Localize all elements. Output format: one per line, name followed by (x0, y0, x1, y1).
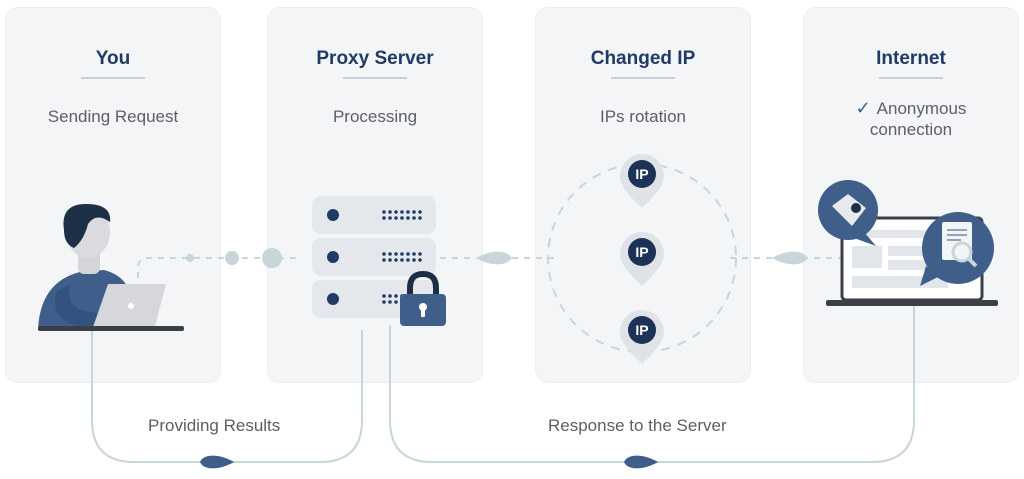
column-title-changed-ip: Changed IP (590, 48, 696, 69)
ip-badge-label: IP (635, 244, 648, 260)
column-card-proxy-server: Proxy Server Processing (268, 8, 482, 382)
user-tag-icon (818, 180, 878, 246)
title-underline (879, 77, 943, 79)
connector-dot (186, 254, 194, 262)
checkmark-icon: ✓ (855, 98, 871, 118)
arrow-icon (624, 455, 658, 469)
connector-dot (225, 251, 239, 265)
request-connector (137, 257, 300, 290)
column-subtitle-proxy-server: Processing (332, 107, 418, 126)
providing-results-curve (91, 330, 363, 463)
ip-pin-icon: IP (620, 232, 664, 286)
column-title-proxy-server: Proxy Server (316, 48, 434, 69)
subtitle-line-1: Anonymous (876, 99, 967, 118)
ip-badge-label: IP (635, 166, 648, 182)
person-at-laptop-illustration (38, 204, 184, 331)
subtitle-line-2: connection (869, 120, 953, 139)
providing-results-label: Providing Results (148, 416, 281, 435)
ip-pin-icon: IP (620, 154, 664, 208)
title-underline (611, 77, 675, 79)
ip-badge-label: IP (635, 322, 648, 338)
title-underline (343, 77, 407, 79)
search-document-icon (920, 212, 994, 286)
column-subtitle-you: Sending Request (47, 107, 179, 126)
arrow-icon (200, 455, 234, 469)
arrow-icon (772, 251, 808, 265)
padlock-icon (400, 270, 446, 326)
column-subtitle-internet: ✓ Anonymous connection (804, 98, 1018, 140)
column-title-you: You (95, 48, 131, 69)
ip-pin-icon: IP (620, 310, 664, 364)
response-to-server-label: Response to the Server (548, 416, 727, 435)
column-subtitle-changed-ip: IPs rotation (600, 107, 686, 126)
arrow-icon (476, 251, 512, 265)
title-underline (81, 77, 145, 79)
column-title-internet: Internet (876, 48, 946, 69)
connector-dot (262, 248, 282, 268)
